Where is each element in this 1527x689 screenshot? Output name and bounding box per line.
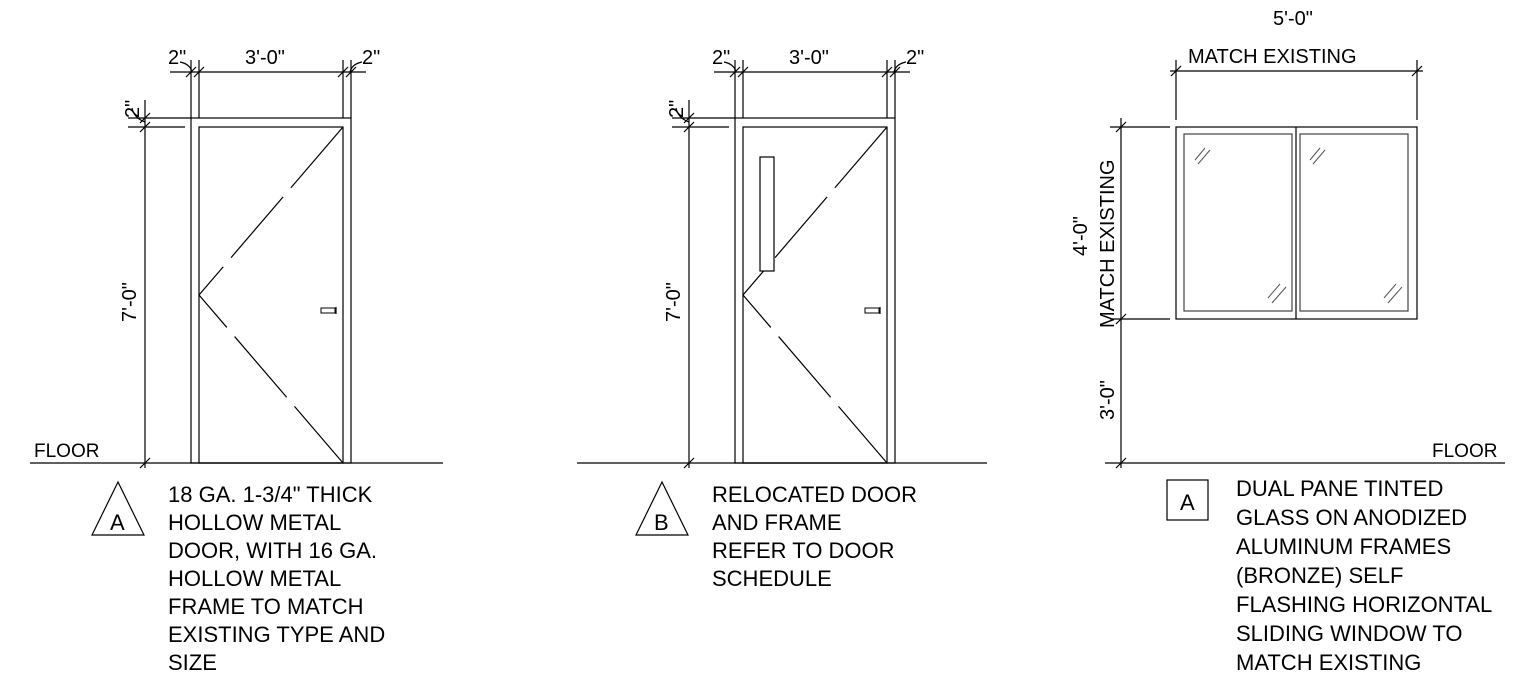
tick — [729, 66, 741, 78]
tick — [337, 66, 349, 78]
left-jamb-dim: 2" — [712, 47, 730, 69]
tick — [889, 66, 901, 78]
floor-label: FLOOR — [1432, 441, 1497, 462]
note-line: 18 GA. 1-3/4" THICK — [168, 482, 373, 507]
window-tag-letter: A — [1180, 490, 1195, 515]
tick — [139, 121, 151, 133]
window-note: DUAL PANE TINTED GLASS ON ANODIZED ALUMI… — [1236, 476, 1498, 675]
head-dim: 2" — [122, 100, 144, 118]
height-dim: 7'-0" — [663, 282, 685, 322]
note-line: ALUMINUM FRAMES — [1236, 534, 1451, 559]
width-note: MATCH EXISTING — [1188, 46, 1357, 68]
note-line: GLASS ON ANODIZED — [1236, 505, 1467, 530]
leader — [723, 61, 737, 73]
tick — [139, 112, 151, 124]
door-tag-letter: A — [110, 510, 125, 535]
tick — [1115, 121, 1127, 133]
note-line: HOLLOW METAL — [168, 566, 341, 591]
door-frame-outer — [734, 117, 896, 464]
tick — [683, 112, 695, 124]
window-a-elevation: FLOOR 5'-0" MATCH EXISTING 4'-0" MATCH E… — [1070, 8, 1505, 675]
left-jamb-dim: 2" — [168, 47, 186, 69]
note-line: (BRONZE) SELF — [1236, 563, 1403, 588]
tick — [683, 121, 695, 133]
note-line: AND FRAME — [712, 510, 842, 535]
height-note: MATCH EXISTING — [1097, 159, 1119, 328]
right-jamb-dim: 2" — [906, 47, 924, 69]
vision-panel — [759, 156, 775, 272]
sill-dim: 3'-0" — [1097, 380, 1119, 420]
height-dim: 4'-0" — [1070, 216, 1092, 256]
door-frame-outer — [190, 117, 352, 464]
note-line: DOOR, WITH 16 GA. — [168, 538, 377, 563]
door-tag-triangle — [635, 480, 689, 536]
window-pane-left — [1183, 133, 1293, 312]
tick — [193, 66, 205, 78]
note-line: EXISTING TYPE AND — [168, 622, 385, 647]
note-line: FRAME TO MATCH — [168, 594, 364, 619]
note-line: MATCH EXISTING — [1236, 650, 1421, 675]
note-line: SLIDING WINDOW TO — [1236, 621, 1463, 646]
tick — [139, 457, 151, 469]
note-line: FLASHING HORIZONTAL — [1236, 592, 1492, 617]
door-b-elevation: 3'-0" 2" 2" 2" 7'-0" B RELOCATED DOOR AN… — [577, 47, 987, 591]
door-tag-triangle — [91, 480, 145, 536]
door-note: 18 GA. 1-3/4" THICK HOLLOW METAL DOOR, W… — [168, 482, 391, 675]
window-tag-box — [1166, 479, 1209, 521]
note-line: SCHEDULE — [712, 566, 832, 591]
tick — [737, 66, 749, 78]
leader — [349, 61, 363, 73]
tick — [1115, 457, 1127, 469]
height-dim: 7'-0" — [119, 282, 141, 322]
width-dim: 5'-0" — [1273, 8, 1313, 30]
tick — [1170, 65, 1182, 77]
door-a-elevation: FLOOR 3'-0" 2" 2" 2" 7'-0" A — [30, 47, 443, 675]
door-handle — [864, 307, 880, 314]
right-jamb-dim: 2" — [362, 47, 380, 69]
swing-indicator — [742, 126, 888, 464]
note-line: RELOCATED DOOR — [712, 482, 917, 507]
tick — [683, 457, 695, 469]
leader — [675, 107, 690, 123]
head-dim: 2" — [666, 100, 688, 118]
tick — [1115, 313, 1127, 325]
width-dim: 3'-0" — [789, 47, 829, 69]
swing-indicator — [198, 126, 344, 464]
note-line: DUAL PANE TINTED — [1236, 476, 1443, 501]
door-leaf — [198, 126, 344, 464]
floor-label: FLOOR — [34, 441, 99, 462]
leader — [893, 61, 907, 73]
tick — [185, 66, 197, 78]
door-note: RELOCATED DOOR AND FRAME REFER TO DOOR S… — [712, 482, 923, 591]
door-tag-letter: B — [654, 510, 669, 535]
note-line: REFER TO DOOR — [712, 538, 895, 563]
window-pane-right — [1299, 133, 1409, 312]
leader — [179, 61, 193, 73]
tick — [881, 66, 893, 78]
note-line: HOLLOW METAL — [168, 510, 341, 535]
note-line: SIZE — [168, 650, 217, 675]
tick — [345, 66, 357, 78]
width-dim: 3'-0" — [245, 47, 285, 69]
glass-hatch — [1194, 147, 1403, 304]
door-handle — [320, 307, 336, 314]
tick — [1411, 65, 1423, 77]
leader — [131, 107, 146, 123]
